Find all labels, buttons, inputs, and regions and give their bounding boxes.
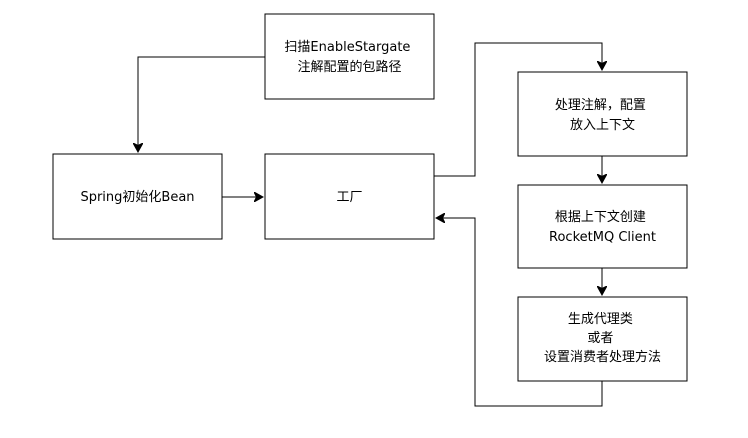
edge-scan-to-spring-init	[138, 56, 265, 151]
node-text: 工厂	[336, 190, 362, 205]
node-factory: 工厂	[264, 153, 435, 240]
node-text: 扫描EnableStargate 注解配置的包路径	[284, 40, 414, 75]
node-create-rocketmq-client: 根据上下文创建 RocketMQ Client	[517, 184, 688, 269]
node-text: 生成代理类 或者 设置消费者处理方法	[544, 312, 661, 365]
node-text: 处理注解，配置 放入上下文	[555, 98, 650, 133]
edge-factory-to-process-annotation	[434, 42, 602, 177]
node-text: Spring初始化Bean	[80, 190, 194, 205]
node-generate-proxy: 生成代理类 或者 设置消费者处理方法	[517, 296, 688, 382]
node-scan-package-path: 扫描EnableStargate 注解配置的包路径	[264, 13, 435, 100]
node-process-annotation: 处理注解，配置 放入上下文	[517, 71, 688, 157]
edge-generate-proxy-to-factory	[437, 218, 603, 407]
node-spring-init-bean: Spring初始化Bean	[52, 153, 223, 240]
node-text: 根据上下文创建 RocketMQ Client	[549, 210, 656, 245]
